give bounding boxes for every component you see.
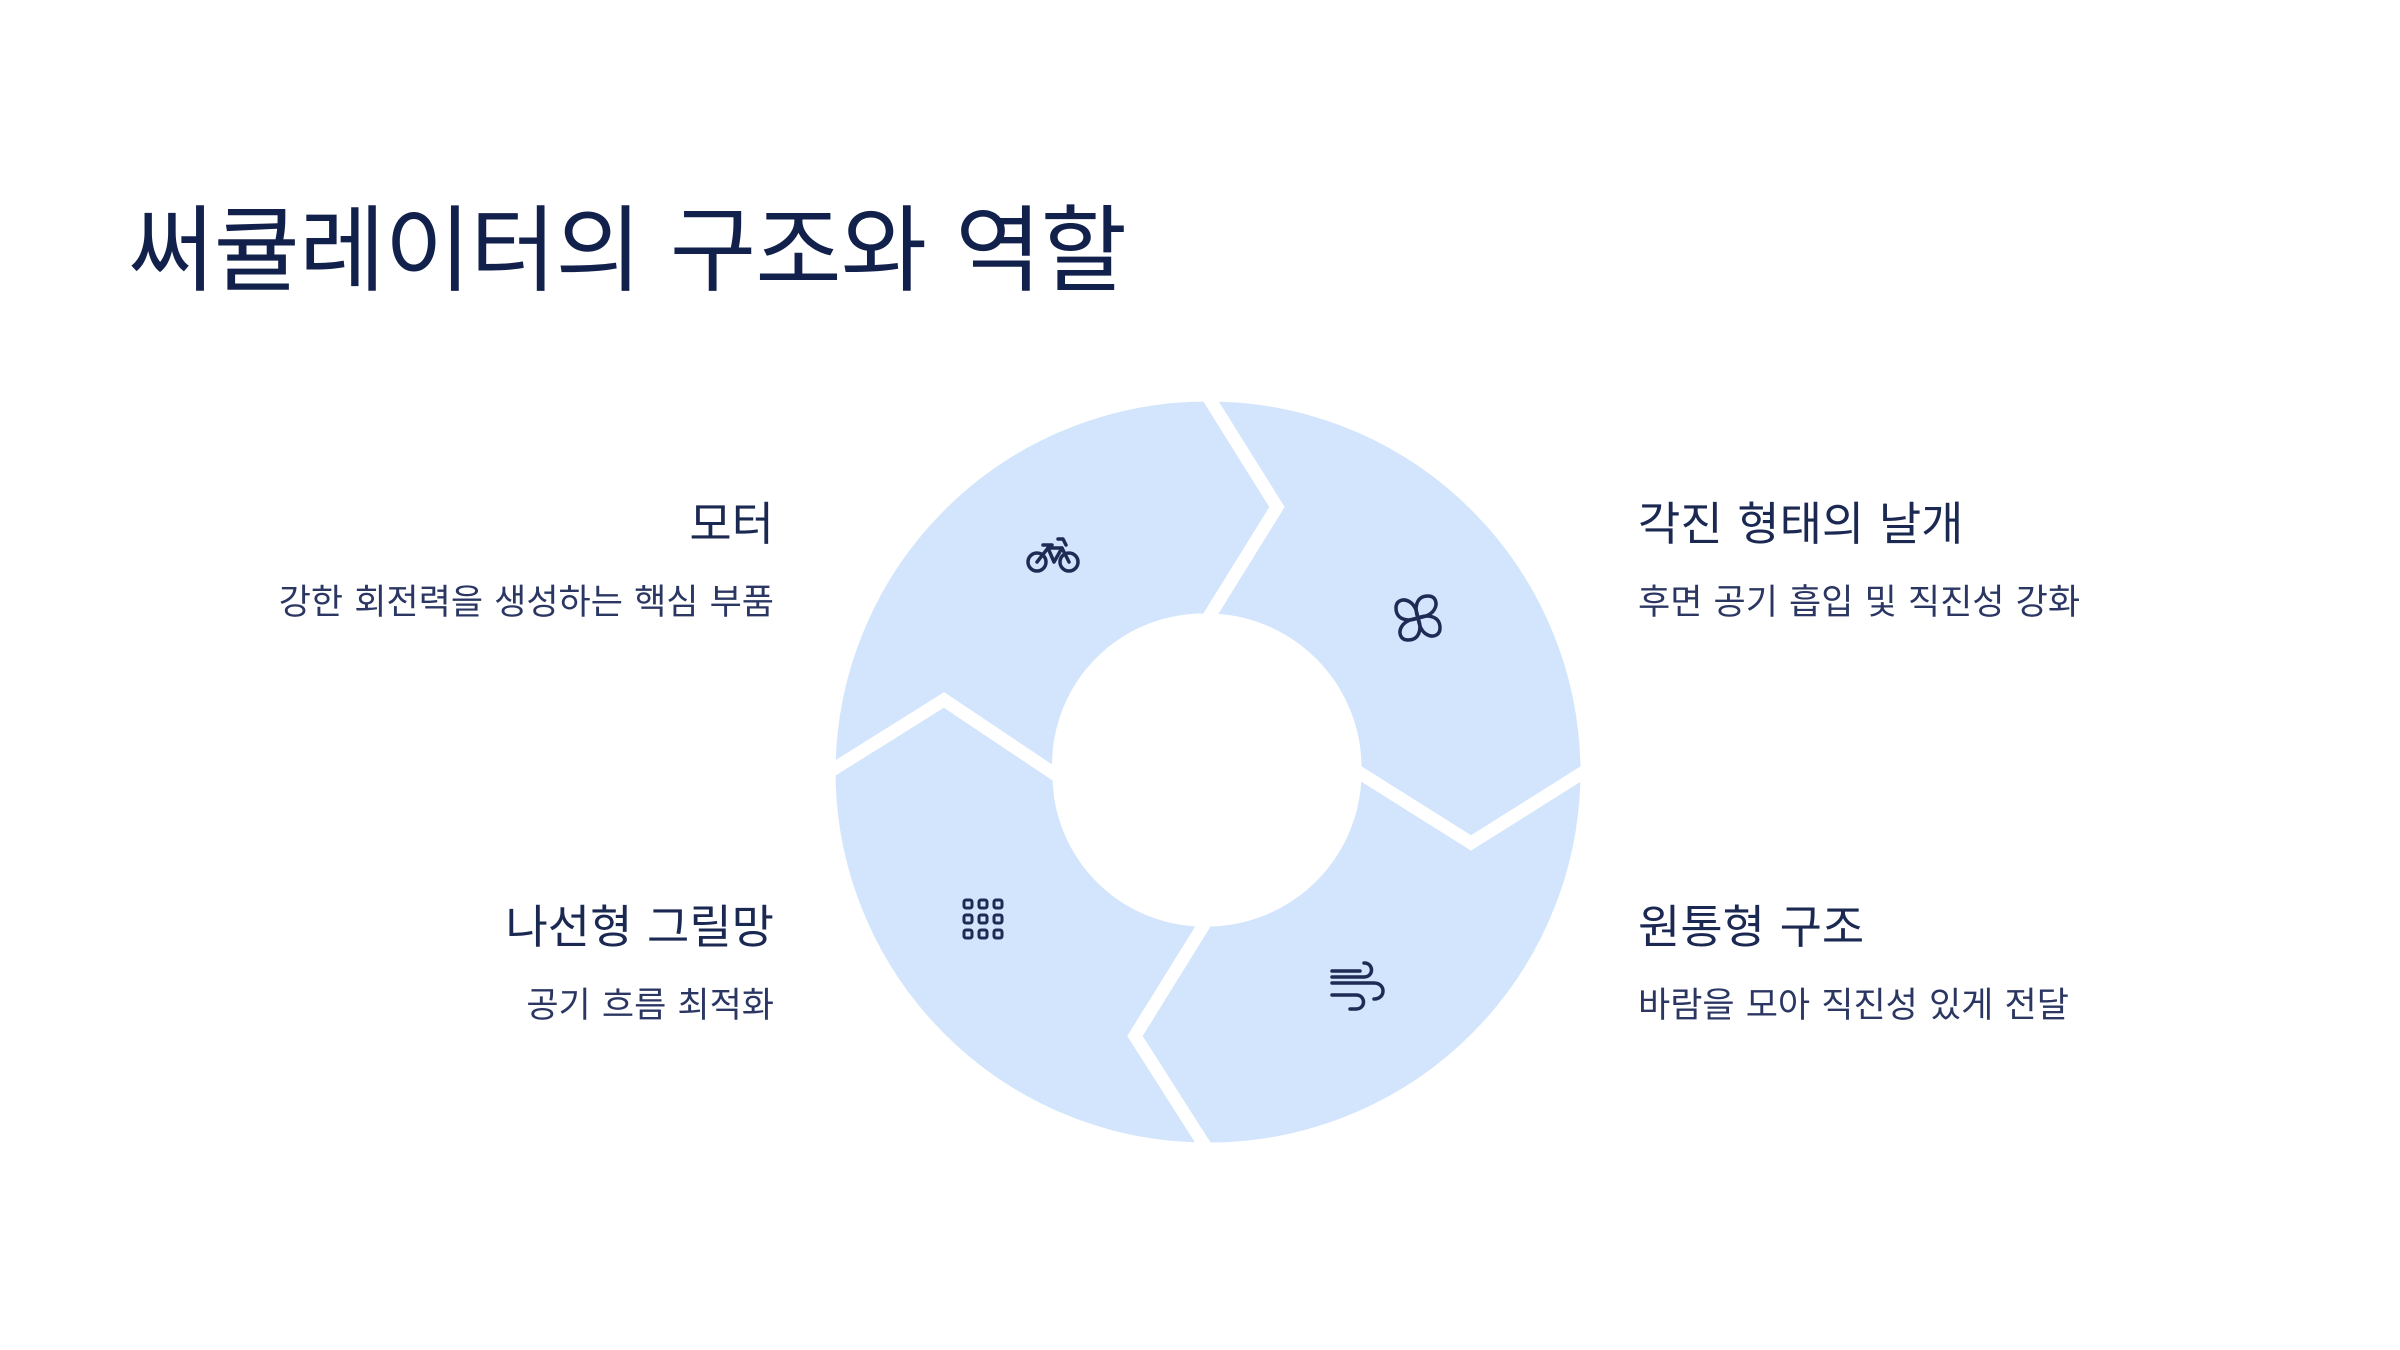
segment-motor xyxy=(822,388,1285,790)
item-heading: 나선형 그릴망 xyxy=(505,900,774,954)
item-grille: 나선형 그릴망 공기 흐름 최적화 xyxy=(505,900,774,1027)
fan-blade-icon xyxy=(1394,594,1442,642)
segment-grille xyxy=(822,692,1219,1156)
wind-icon xyxy=(1330,961,1385,1011)
item-blades: 각진 형태의 날개 후면 공기 흡입 및 직진성 강화 xyxy=(1638,497,2080,624)
item-description: 공기 흐름 최적화 xyxy=(526,986,774,1027)
bicycle-icon xyxy=(1026,537,1080,573)
item-description: 바람을 모아 직진성 있게 전달 xyxy=(1638,986,2069,1027)
item-cylinder: 원통형 구조 바람을 모아 직진성 있게 전달 xyxy=(1638,900,2069,1027)
item-description: 후면 공기 흡입 및 직진성 강화 xyxy=(1638,583,2081,624)
grid-icon xyxy=(962,898,1004,940)
page-title: 써큘레이터의 구조와 역할 xyxy=(128,197,1127,306)
item-description: 강한 회전력을 생성하는 핵심 부품 xyxy=(278,583,774,624)
item-heading: 각진 형태의 날개 xyxy=(1638,497,1964,551)
item-heading: 원통형 구조 xyxy=(1638,900,1865,954)
item-motor: 모터 강한 회전력을 생성하는 핵심 부품 xyxy=(279,497,774,624)
item-heading: 모터 xyxy=(689,497,774,551)
